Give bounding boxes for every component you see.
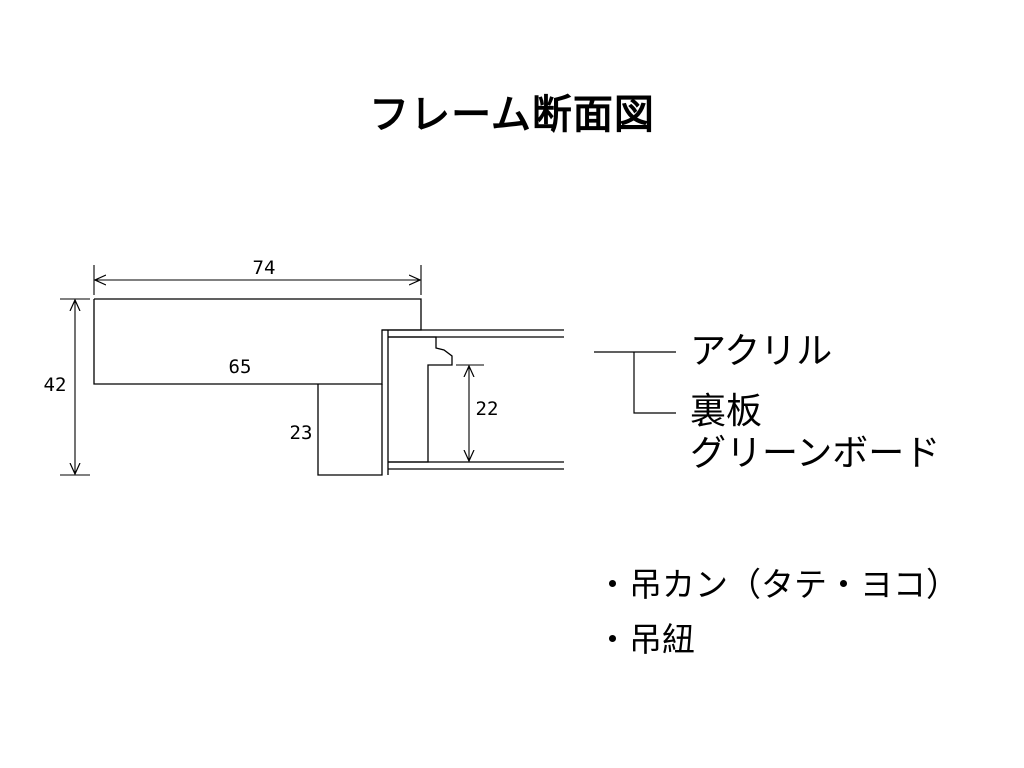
dimension-label-65: 65 bbox=[229, 356, 252, 378]
dimension-width-top bbox=[93, 265, 422, 295]
frame-profile bbox=[93, 298, 453, 476]
frame-inner-profile bbox=[388, 336, 453, 463]
frame-lower-lip bbox=[317, 384, 383, 476]
dimension-label-23: 23 bbox=[290, 422, 313, 444]
legend-acrylic: アクリル bbox=[690, 331, 833, 372]
dimension-label-22: 22 bbox=[476, 398, 499, 420]
legend-back-board: 裏板 bbox=[690, 391, 763, 432]
frame-outer-body bbox=[93, 298, 422, 385]
dimension-label-74: 74 bbox=[253, 257, 276, 279]
dimension-label-42: 42 bbox=[44, 374, 67, 396]
dimension-inner-depth bbox=[456, 364, 484, 461]
leader-backboard bbox=[633, 352, 676, 414]
note-hanging-cord: ・吊紐 bbox=[596, 620, 695, 659]
note-hanger: ・吊カン（タテ・ヨコ） bbox=[596, 565, 959, 604]
dimension-height-total bbox=[60, 298, 90, 476]
glazing-layers bbox=[382, 329, 564, 470]
legend-leader-lines bbox=[594, 351, 676, 414]
legend-green-board: グリーンボード bbox=[690, 433, 941, 474]
diagram-title: フレーム断面図 bbox=[369, 92, 655, 138]
